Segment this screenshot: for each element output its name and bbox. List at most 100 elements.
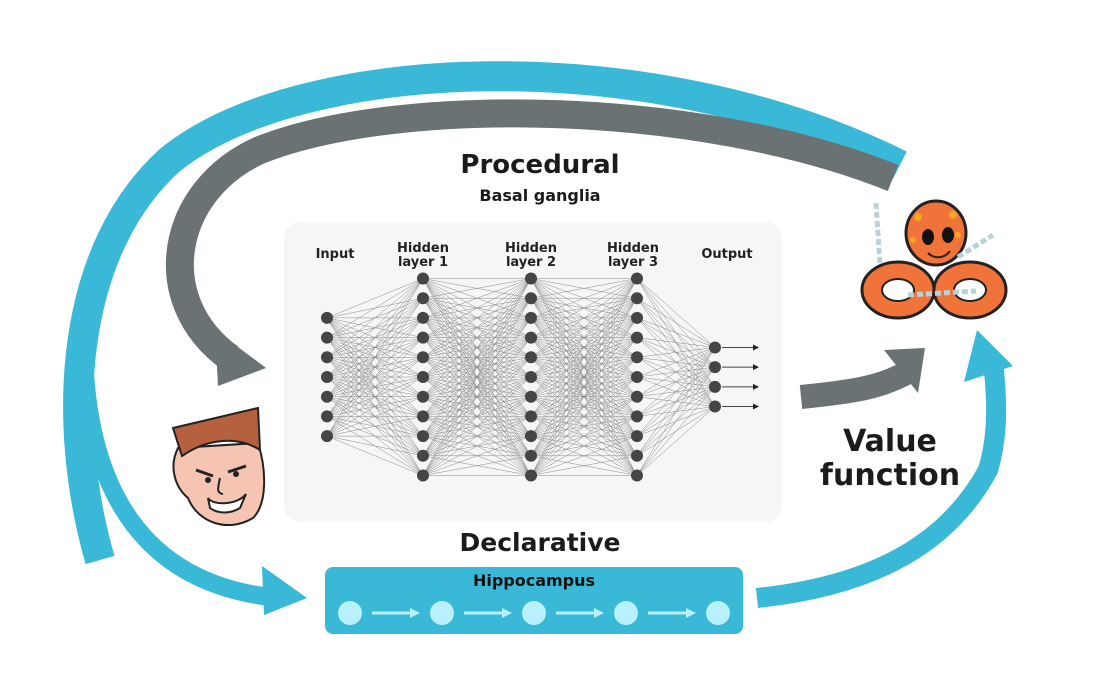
layer-label-text: Hidden	[504, 241, 558, 256]
nn-edge	[422, 278, 532, 437]
nn-edge	[636, 347, 716, 397]
nn-edge	[326, 357, 424, 437]
nn-node-layer-2	[525, 469, 537, 482]
nn-edge	[422, 435, 532, 476]
nn-node-layer-2	[525, 449, 537, 462]
output-arrowhead	[753, 344, 759, 351]
nn-edge	[636, 297, 716, 348]
gray-feedback-arrowhead	[215, 330, 266, 386]
nn-node-layer-4	[709, 341, 721, 354]
procedural-subtitle: Basal ganglia	[479, 186, 601, 205]
nn-edge	[326, 435, 424, 457]
nn-node-layer-2	[525, 331, 537, 344]
output-arrowhead	[753, 383, 759, 390]
nn-edge	[530, 278, 638, 437]
nn-edge	[530, 278, 638, 417]
nn-edge	[422, 416, 532, 476]
nn-edge	[636, 337, 716, 348]
nn-node-layer-3	[631, 430, 643, 443]
nn-edge	[636, 367, 716, 476]
nn-node-layer-1	[417, 390, 429, 403]
nn-edge	[636, 347, 716, 437]
nn-edge	[530, 396, 638, 476]
nn-edge	[422, 317, 532, 476]
nn-node-layer-0	[321, 390, 333, 403]
nn-edge	[530, 278, 638, 299]
layer-label-text: layer 3	[607, 255, 659, 270]
nn-edge	[422, 357, 532, 476]
nn-node-layer-3	[631, 469, 643, 482]
nn-edge	[422, 278, 532, 397]
nn-node-layer-2	[525, 390, 537, 403]
nn-edge	[530, 298, 638, 476]
blue-lower-arc	[74, 299, 272, 606]
nn-node-layer-3	[631, 390, 643, 403]
hippocampus-node	[614, 601, 638, 625]
procedural-title: Procedural	[460, 150, 620, 180]
nn-edge	[326, 376, 424, 437]
hippocampus-arrowhead	[502, 608, 512, 618]
nn-node-layer-2	[525, 371, 537, 383]
nn-edge	[422, 278, 532, 358]
angry-face-icon	[171, 406, 266, 527]
nn-node-layer-3	[631, 311, 643, 324]
value-function-line1: Value	[843, 424, 937, 459]
nn-edge	[636, 278, 716, 348]
nn-node-layer-1	[417, 410, 429, 423]
nn-edge	[422, 278, 532, 299]
nn-node-layer-2	[525, 430, 537, 443]
nn-edge	[530, 416, 638, 476]
layer-label-text: Output	[701, 247, 753, 262]
nn-edge	[530, 435, 638, 476]
blue-hippo-arrowhead	[262, 566, 307, 615]
hippocampus-node	[430, 601, 454, 625]
nn-edge	[326, 278, 424, 319]
hippocampus-box: Hippocampus	[325, 567, 743, 634]
nn-node-layer-3	[631, 351, 643, 364]
hippocampus-arrowhead	[686, 608, 696, 618]
nn-node-layer-1	[417, 331, 429, 344]
nn-node-layer-1	[417, 311, 429, 324]
layer-label-text: Input	[315, 247, 355, 262]
value-function-line2: function	[819, 458, 961, 493]
nn-node-layer-0	[321, 311, 333, 324]
nn-node-layer-0	[321, 331, 333, 344]
neural-network-graph	[321, 272, 759, 482]
nn-node-layer-1	[417, 469, 429, 482]
nn-edge	[530, 455, 638, 476]
hippocampus-arrowhead	[410, 608, 420, 618]
nn-edge	[530, 278, 638, 319]
nn-edge	[326, 278, 424, 417]
nn-edge	[326, 298, 424, 437]
nn-edge	[636, 347, 716, 417]
hippocampus-arrowhead	[594, 608, 604, 618]
nn-edge	[530, 337, 638, 476]
blue-value-arc	[755, 359, 1007, 608]
gray-value-arc	[799, 361, 914, 409]
nn-node-layer-3	[631, 331, 643, 344]
nn-node-layer-1	[417, 272, 429, 285]
nn-edge	[530, 278, 638, 378]
nn-node-layer-0	[321, 430, 333, 443]
nn-edge	[326, 278, 424, 378]
output-arrowhead	[753, 364, 759, 371]
nn-edge	[326, 278, 424, 358]
nn-edge	[422, 278, 532, 378]
value-function-label: Value function	[815, 425, 965, 493]
blue-value-arrowhead	[964, 330, 1013, 382]
nn-edge	[530, 357, 638, 476]
gray-value-arrowhead	[884, 348, 925, 393]
hippocampus-sequence	[338, 601, 730, 625]
nn-edge	[422, 455, 532, 476]
nn-node-layer-0	[321, 351, 333, 364]
nn-node-layer-1	[417, 371, 429, 383]
nn-node-layer-3	[631, 292, 643, 305]
nn-node-layer-4	[709, 400, 721, 413]
nn-node-layer-3	[631, 449, 643, 462]
nn-edge	[422, 298, 532, 476]
nn-edge	[530, 376, 638, 476]
nn-edge	[636, 347, 716, 358]
